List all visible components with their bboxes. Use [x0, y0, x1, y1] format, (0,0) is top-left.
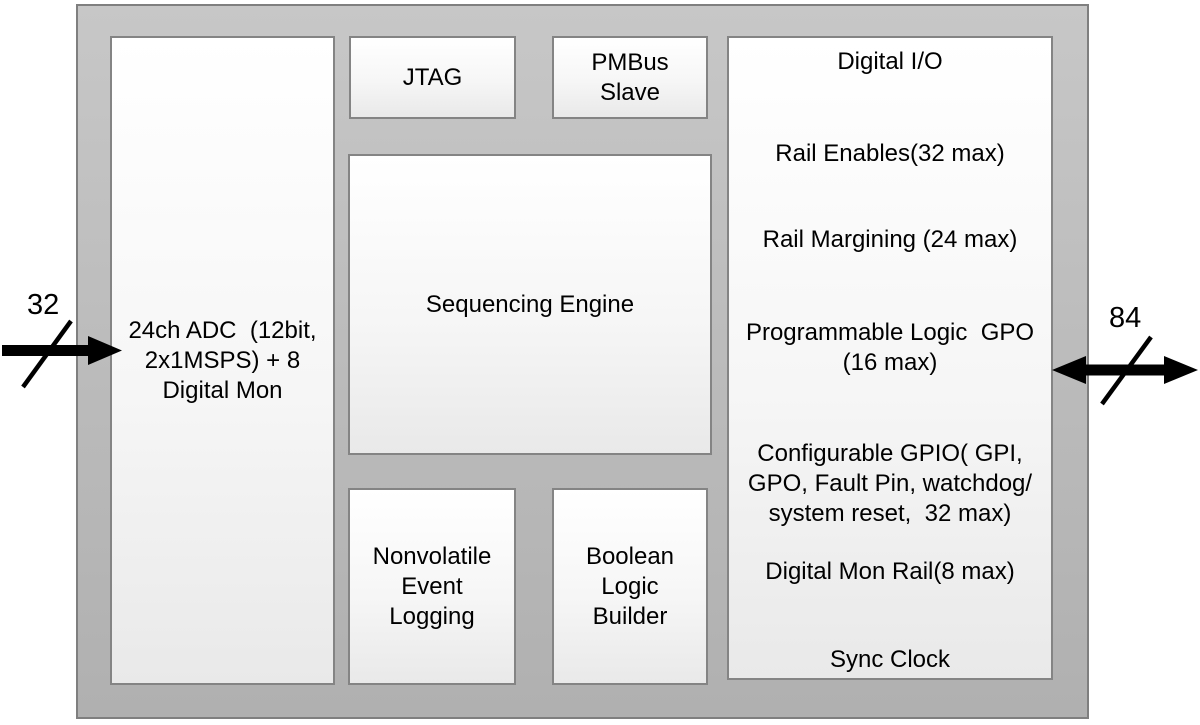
block-nonvolatile-event-logging-label: Nonvolatile Event Logging	[372, 542, 492, 630]
block-boolean-logic-builder: Boolean Logic Builder	[552, 488, 708, 685]
io-bus-right-arrowhead-icon	[1164, 356, 1198, 384]
block-adc: 24ch ADC (12bit, 2x1MSPS) + 8 Digital Mo…	[110, 36, 335, 685]
block-nonvolatile-event-logging: Nonvolatile Event Logging	[348, 488, 516, 685]
io-bus-width-label: 84	[1109, 302, 1142, 334]
digital-io-item: Rail Margining (24 max)	[762, 226, 1018, 253]
digital-io-item: Rail Enables(32 max)	[775, 140, 1005, 167]
block-pmbus-slave-label: PMBus Slave	[591, 48, 669, 106]
input-bus-width-label: 32	[27, 289, 60, 321]
digital-io-item: Digital Mon Rail(8 max)	[765, 558, 1015, 585]
block-sequencing-engine-label: Sequencing Engine	[425, 290, 635, 318]
block-sequencing-engine: Sequencing Engine	[348, 154, 712, 455]
digital-io-item: Sync Clock	[829, 646, 951, 673]
digital-io-item: Programmable Logic GPO (16 max)	[745, 319, 1035, 376]
input-bus-width-slash	[21, 319, 73, 389]
digital-io-item: Configurable GPIO( GPI, GPO, Fault Pin, …	[747, 440, 1033, 527]
block-jtag: JTAG	[349, 36, 516, 119]
block-digital-io-title: Digital I/O	[837, 48, 943, 75]
block-jtag-label: JTAG	[402, 63, 463, 91]
block-boolean-logic-builder-label: Boolean Logic Builder	[585, 542, 675, 630]
block-pmbus-slave: PMBus Slave	[552, 36, 708, 119]
block-adc-label: 24ch ADC (12bit, 2x1MSPS) + 8 Digital Mo…	[128, 316, 317, 404]
block-digital-io: Digital I/O Rail Enables(32 max) Rail Ma…	[727, 36, 1053, 680]
io-bus-width-slash	[1100, 335, 1153, 406]
